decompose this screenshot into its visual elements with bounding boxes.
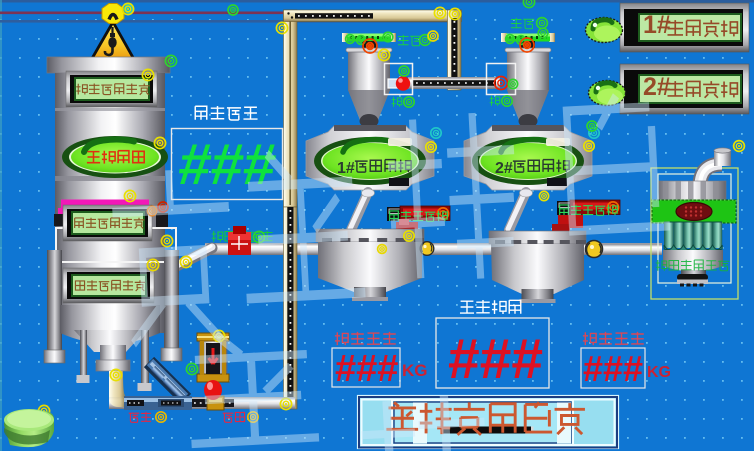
svg-text:2#: 2# bbox=[495, 160, 513, 177]
svg-text:###: ### bbox=[583, 348, 643, 389]
svg-text:###: ### bbox=[176, 132, 280, 197]
svg-text:###: ### bbox=[448, 327, 543, 391]
svg-text:KG: KG bbox=[402, 361, 428, 380]
svg-text:1#: 1# bbox=[337, 160, 355, 177]
svg-text:1#: 1# bbox=[643, 11, 671, 39]
svg-text:###: ### bbox=[335, 348, 398, 390]
svg-text:2#: 2# bbox=[643, 73, 671, 101]
svg-text:KG: KG bbox=[647, 364, 671, 381]
